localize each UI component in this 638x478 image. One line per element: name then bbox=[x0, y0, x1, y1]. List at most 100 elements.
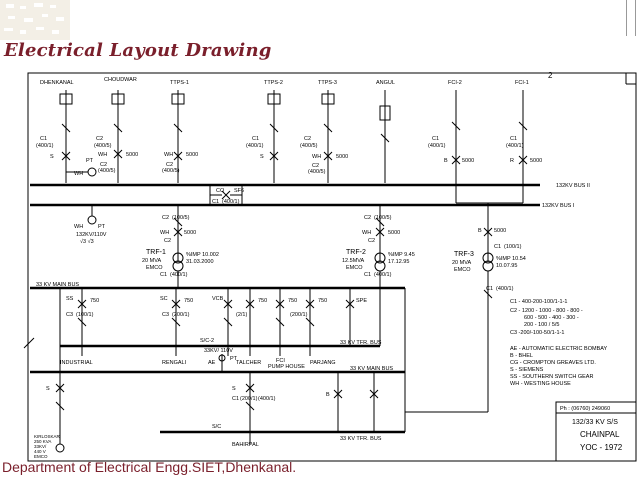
trf3-rating: 20 MVA bbox=[452, 260, 471, 266]
label-c2-t1-ratio: (400/5) bbox=[162, 168, 180, 174]
bus-33kv-main-lower: 33 KV MAIN BUS bbox=[350, 366, 393, 372]
make-1: B - BHEL bbox=[510, 353, 533, 359]
misc-s-2: S bbox=[232, 386, 236, 392]
misc-bahirpal: BAHIRPAL bbox=[232, 442, 259, 448]
trf1-c2b: C2 bbox=[164, 238, 171, 244]
kirloskar-4: EMCO bbox=[34, 454, 48, 459]
trf2-c2b: C2 bbox=[368, 238, 375, 244]
ct-note-2: 600 - 500 - 400 - 300 - bbox=[524, 315, 579, 321]
v750-label: 750 bbox=[90, 298, 99, 304]
coupler-c1: C1 bbox=[212, 199, 219, 205]
trf3-5000: 5000 bbox=[494, 228, 506, 234]
sc-label: SC bbox=[160, 296, 168, 302]
trf3-name: TRF-3 bbox=[454, 251, 474, 258]
v750-label-4: 750 bbox=[288, 298, 297, 304]
label-c2-ch2: C2 bbox=[100, 162, 107, 168]
make-4: SS - SOUTHERN SWITCH GEAR bbox=[510, 374, 593, 380]
title-block-0: 132/33 KV S/S bbox=[572, 419, 618, 426]
make-2: CG - CROMPTON GREAVES LTD. bbox=[510, 360, 596, 366]
trf2-c1: C1 bbox=[364, 272, 371, 278]
misc-c1-ratio: (200/1) bbox=[240, 396, 258, 402]
label-c2-ch: C2 bbox=[96, 136, 103, 142]
c3-ratio-3: (2/1) bbox=[236, 312, 247, 318]
single-line-diagram: 2 DHENKANAL CHOUDWAR TTPS-1 TTPS-2 TTPS-… bbox=[23, 72, 637, 462]
label-5000-f1: 5000 bbox=[530, 158, 542, 164]
bus-132kv-i: 132KV BUS I bbox=[542, 203, 575, 209]
label-c1-f2: C1 bbox=[432, 136, 439, 142]
trf3-make: EMCO bbox=[454, 267, 471, 273]
c3-ratio-4: (200/1) bbox=[290, 312, 308, 318]
trf1-wh: WH bbox=[160, 230, 169, 236]
label-c2-t3-ratio: (400/5) bbox=[300, 143, 318, 149]
label-wh-ch: WH bbox=[98, 152, 107, 158]
v750-label-5: 750 bbox=[318, 298, 327, 304]
sheet-number: 2 bbox=[548, 72, 553, 80]
v750-label-3: 750 bbox=[258, 298, 267, 304]
label-wh-t1: WH bbox=[164, 152, 173, 158]
ct-note-1: C2 - 1200 - 1000 - 800 - 800 - bbox=[510, 308, 583, 314]
trf3-imp: %IMP 10.54 bbox=[496, 256, 526, 262]
trf3-date: 10.07.95 bbox=[496, 263, 517, 269]
label-c2-t3b-ratio: (400/5) bbox=[308, 169, 326, 175]
ss-label: SS bbox=[66, 296, 74, 302]
title-block-2: YOC - 1972 bbox=[580, 443, 623, 452]
misc-pt: PT bbox=[230, 356, 238, 362]
bus-33kv-tfr: 33 KV TFR. BUS bbox=[340, 340, 382, 346]
label-wh-pt: WH bbox=[74, 171, 83, 177]
misc-c1b-ratio: (400/1) bbox=[258, 396, 276, 402]
pt-label: PT bbox=[98, 224, 106, 230]
coupler-c1-ratio: (400/1) bbox=[222, 199, 240, 205]
misc-ae: AE bbox=[208, 360, 216, 366]
make-5: WH - WESTING HOUSE bbox=[510, 381, 571, 387]
c3-label-2: C3 bbox=[162, 312, 169, 318]
kirloskar-2: 33KV/ bbox=[34, 444, 47, 449]
v750-label-2: 750 bbox=[184, 298, 193, 304]
title-block-1: CHAINPAL bbox=[580, 430, 620, 439]
pt-ratio: 132KV/110V bbox=[76, 232, 107, 238]
trf3-c1-ratio: (100/1) bbox=[504, 244, 522, 250]
make-0: AE - AUTOMATIC ELECTRIC BOMBAY bbox=[510, 346, 608, 352]
trf1-5000: 5000 bbox=[184, 230, 196, 236]
trf2-make: EMCO bbox=[346, 265, 363, 271]
trf2-imp: %IMP 9.45 bbox=[388, 252, 415, 258]
spe-label: SPE bbox=[356, 298, 367, 304]
label-5000-ch: 5000 bbox=[126, 152, 138, 158]
feeder33-pumphouse: PUMP HOUSE bbox=[268, 364, 305, 370]
top-right-rule bbox=[626, 0, 636, 36]
feeder-fci1: FCI-1 bbox=[515, 80, 529, 86]
feeder33-talcher: TALCHER bbox=[236, 360, 261, 366]
trf1-name: TRF-1 bbox=[146, 249, 166, 256]
label-5000-t3: 5000 bbox=[336, 154, 348, 160]
trf1-rating: 20 MVA bbox=[142, 258, 161, 264]
trf1-c2-ratio: (100/5) bbox=[172, 215, 190, 221]
label-c1-f2-ratio: (400/1) bbox=[428, 143, 446, 149]
label-5000-t1: 5000 bbox=[186, 152, 198, 158]
feeder-dhenkanal: DHENKANAL bbox=[40, 80, 74, 86]
trf1-make: EMCO bbox=[146, 265, 163, 271]
trf1-c2: C2 bbox=[162, 215, 169, 221]
bus-33kv-tfr-lower: 33 KV TFR. BUS bbox=[340, 436, 382, 442]
trf3-c1: C1 bbox=[494, 244, 501, 250]
ct-note-0: C1 - 400-200-100/1-1-1 bbox=[510, 299, 567, 305]
pt-wh: WH bbox=[74, 224, 83, 230]
label-pt: PT bbox=[86, 158, 94, 164]
label-c1-f1: C1 bbox=[510, 136, 517, 142]
label-c1-dk-ratio: (400/1) bbox=[36, 143, 54, 149]
kirloskar-1: 250 KVA bbox=[34, 439, 51, 444]
trf1-imp: %IMP 10.002 bbox=[186, 252, 219, 258]
c3-ratio: (100/1) bbox=[76, 312, 94, 318]
feeder-ttps2: TTPS-2 bbox=[264, 80, 283, 86]
trf3-c1b-ratio: (400/1) bbox=[496, 286, 514, 292]
trf2-c1-ratio: (400/1) bbox=[374, 272, 392, 278]
trf2-c2: C2 bbox=[364, 215, 371, 221]
label-c2-t3: C2 bbox=[304, 136, 311, 142]
trf2-c2-ratio: (100/5) bbox=[374, 215, 392, 221]
trf2-name: TRF-2 bbox=[346, 249, 366, 256]
ct-note-3: 200 - 100 / 5/5 bbox=[524, 322, 559, 328]
bus-132kv-ii: 132KV BUS II bbox=[556, 183, 590, 189]
corner-pattern bbox=[0, 0, 70, 40]
label-c2-t1: C2 bbox=[166, 162, 173, 168]
trf2-5000: 5000 bbox=[388, 230, 400, 236]
phone-number: Ph : (06760) 249060 bbox=[560, 406, 610, 412]
kirloskar-3: 440 V bbox=[34, 449, 46, 454]
